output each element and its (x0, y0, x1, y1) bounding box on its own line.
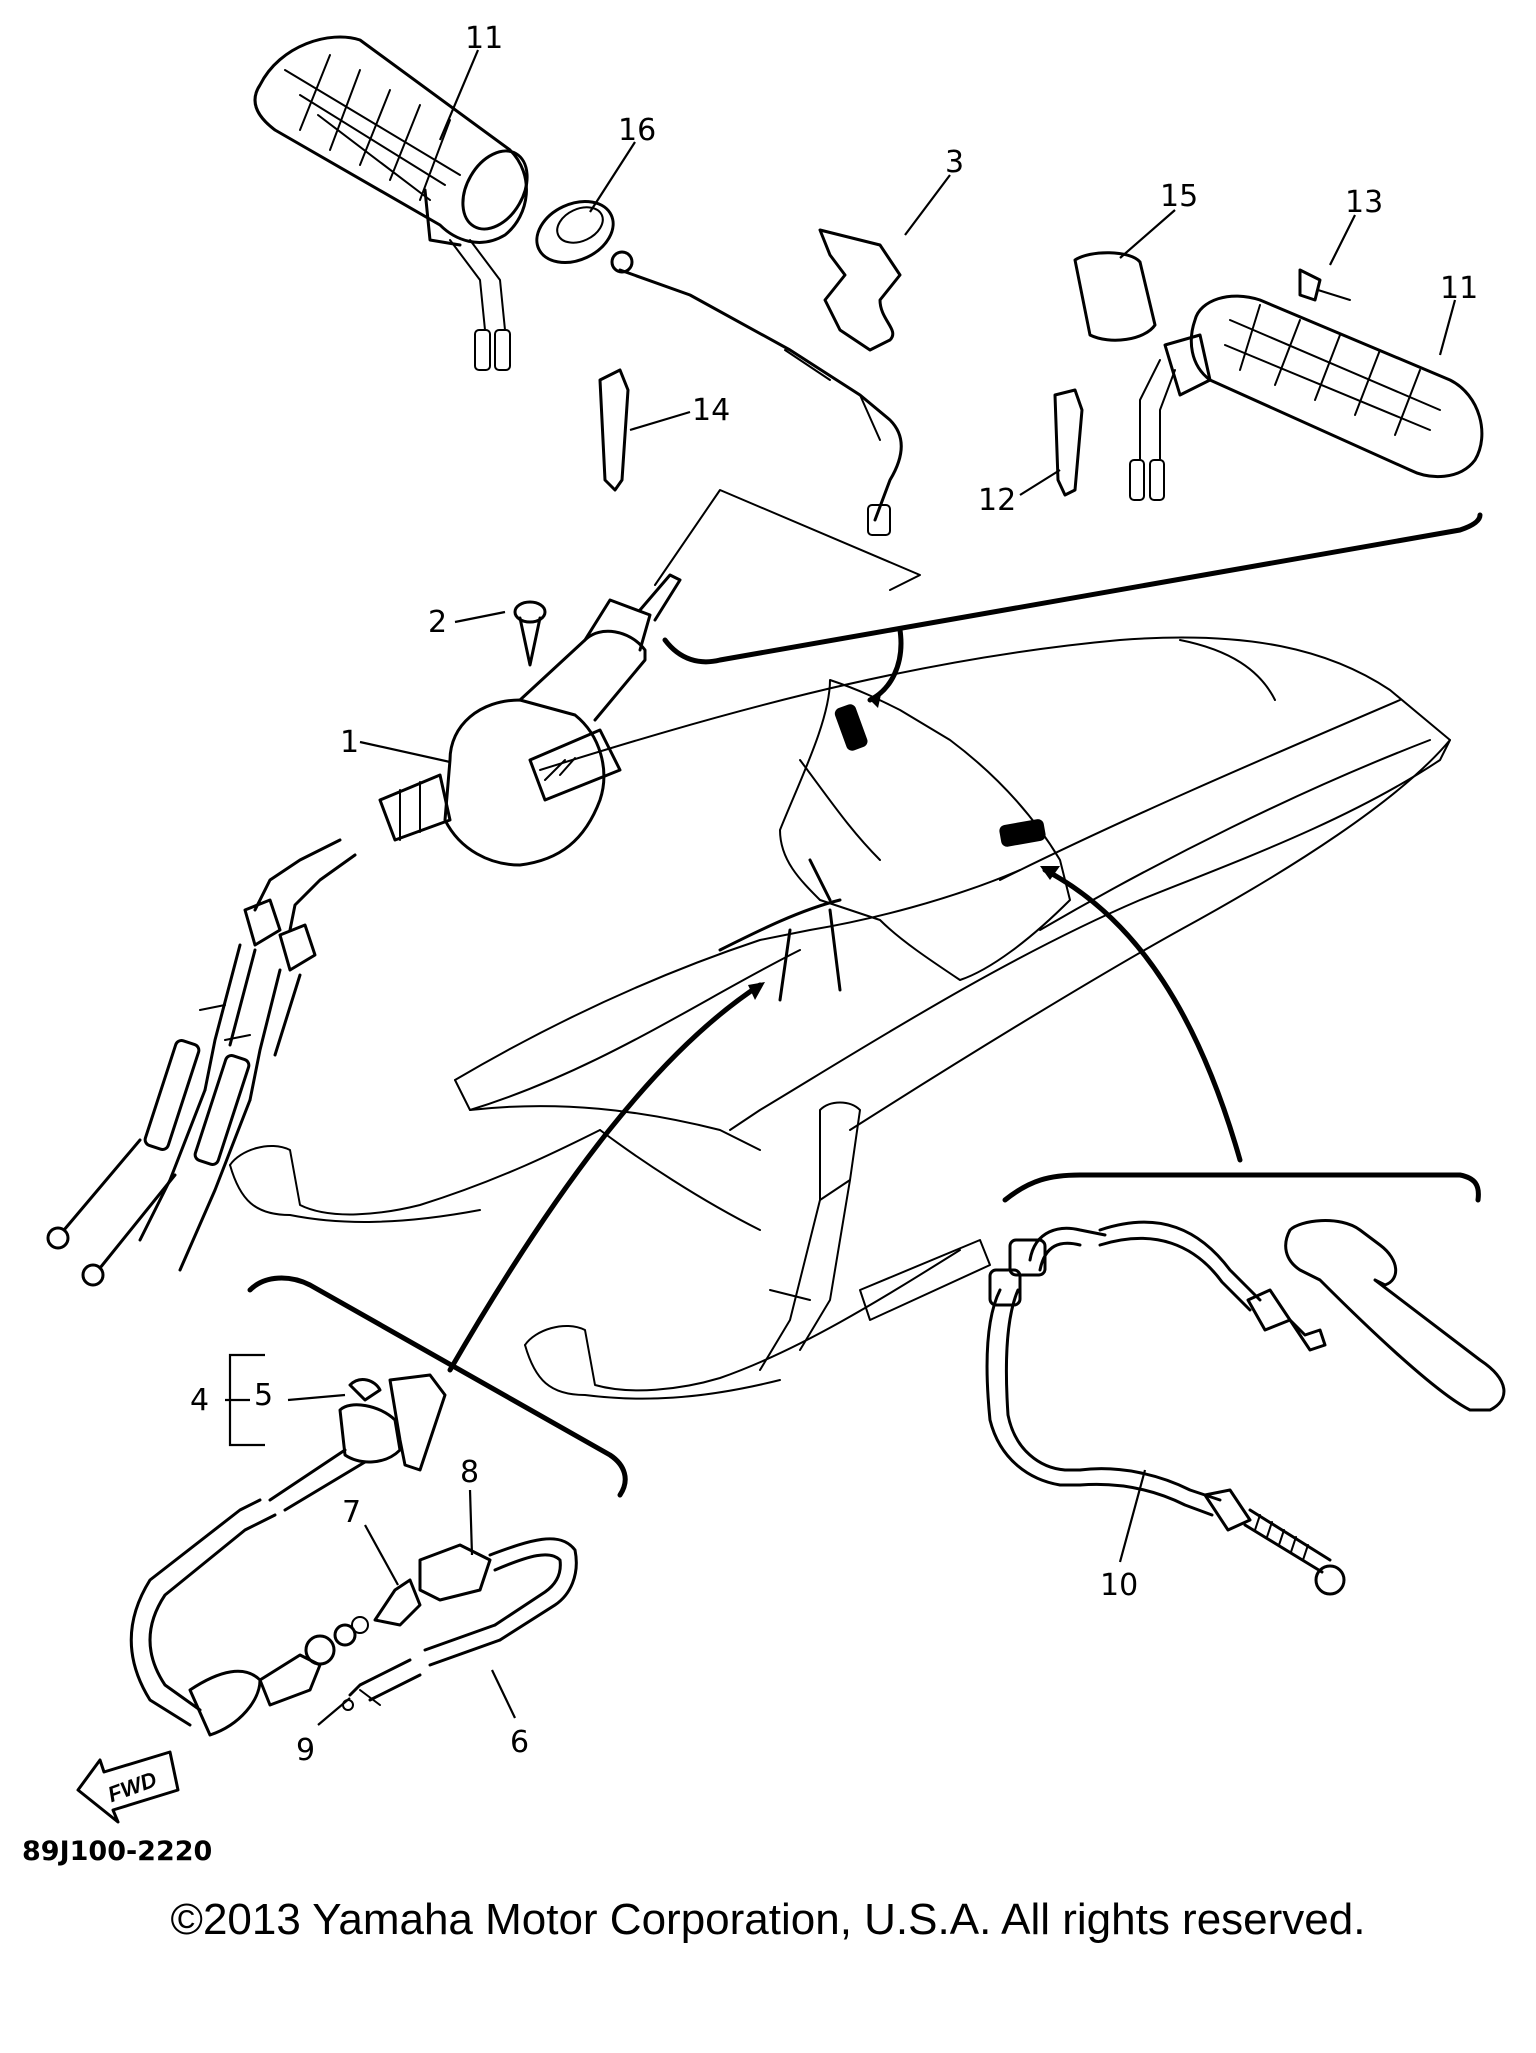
switch-assembly (129, 1373, 578, 1737)
detail-divider-right (1002, 1172, 1481, 1203)
throttle-cable (610, 250, 903, 536)
screw-2 (513, 600, 547, 667)
snowmobile-outline (229, 636, 1451, 1400)
callout-10: 10 (1100, 1568, 1138, 1603)
callout-8: 8 (460, 1455, 479, 1490)
callout-numbers: 11 16 3 15 13 11 14 12 2 1 4 5 8 7 6 9 1… (190, 21, 1478, 1768)
leader-lines (287, 49, 1457, 1726)
screw-13 (1298, 268, 1351, 302)
grip-left (253, 35, 529, 371)
tie-12 (1053, 388, 1084, 497)
brake-cable (985, 1220, 1346, 1596)
routing-arrows (447, 627, 1243, 1373)
collar-15 (1073, 251, 1157, 342)
callout-1: 1 (340, 725, 359, 760)
detail-divider-top (662, 512, 1483, 665)
callout-15: 15 (1160, 179, 1198, 214)
fwd-label: FWD (104, 1767, 160, 1808)
throttle-housing (378, 573, 682, 867)
detail-divider-bottom (247, 1275, 628, 1498)
callout-12: 12 (978, 483, 1016, 518)
bracket-4 (225, 1353, 265, 1447)
callout-11-left: 11 (465, 21, 503, 56)
callout-14: 14 (692, 393, 730, 428)
tie-14 (598, 368, 630, 492)
throttle-cables-lower (46, 838, 357, 1287)
collar-16 (535, 200, 615, 264)
callout-2: 2 (428, 605, 447, 640)
callout-13: 13 (1345, 185, 1383, 220)
fwd-arrow: FWD (76, 1750, 180, 1824)
callout-6: 6 (510, 1725, 529, 1760)
brake-lever (1284, 1219, 1506, 1412)
callout-4: 4 (190, 1383, 209, 1418)
mounted-grips (718, 704, 1046, 1002)
callout-16: 16 (618, 113, 656, 148)
callout-3: 3 (945, 145, 964, 180)
callout-11-right: 11 (1440, 271, 1478, 306)
copyright-notice: ©2013 Yamaha Motor Corporation, U.S.A. A… (170, 1895, 1366, 1944)
callout-9: 9 (296, 1733, 315, 1768)
diagram-code: 89J100-2220 (22, 1836, 213, 1867)
callout-7: 7 (342, 1495, 361, 1530)
grip-right (1129, 294, 1484, 501)
callout-5: 5 (254, 1378, 273, 1413)
clip-3 (818, 228, 902, 352)
detail-bracket-top (654, 489, 921, 591)
